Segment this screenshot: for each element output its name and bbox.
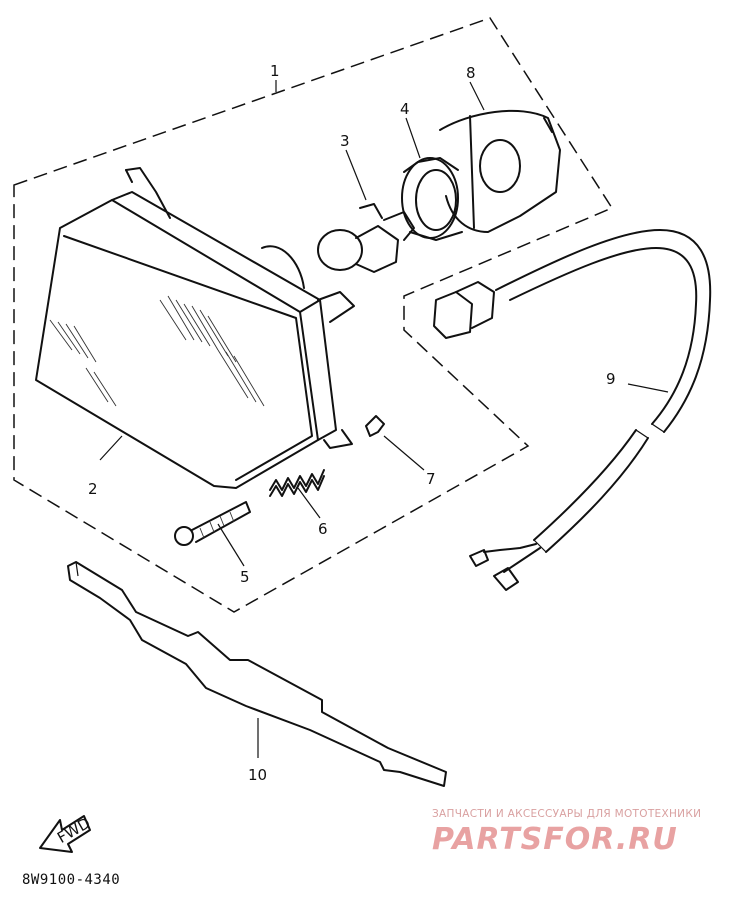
- svg-text:FWD: FWD: [54, 814, 93, 847]
- callout-7: 7: [426, 470, 436, 488]
- bulb: [317, 203, 415, 273]
- fwd-arrow-icon: FWD: [39, 814, 93, 853]
- socket-cover: [439, 109, 561, 233]
- part-code: 8W9100-4340: [22, 872, 121, 888]
- callout-2: 2: [88, 480, 98, 498]
- callout-8: 8: [466, 64, 476, 82]
- watermark-tagline: ЗАПЧАСТИ И АКСЕССУАРЫ ДЛЯ МОТОТЕХНИКИ: [432, 808, 702, 820]
- callout-6: 6: [318, 520, 328, 538]
- screw: [174, 501, 251, 546]
- clip: [365, 415, 385, 437]
- callout-3: 3: [340, 132, 350, 150]
- watermark-logo: PARTSFOR.RU: [432, 822, 678, 857]
- headlight-unit: [35, 167, 355, 489]
- callout-5: 5: [240, 568, 250, 586]
- mounting-stay: [67, 561, 447, 787]
- callout-10: 10: [248, 766, 267, 784]
- assembly-boundary: [13, 17, 614, 613]
- callout-9: 9: [606, 370, 616, 388]
- bulb-holder: [401, 157, 463, 241]
- callout-1: 1: [270, 62, 280, 80]
- wire-harness: [433, 229, 712, 591]
- callout-4: 4: [400, 100, 410, 118]
- spring: [269, 469, 325, 497]
- leader-lines: [99, 80, 669, 758]
